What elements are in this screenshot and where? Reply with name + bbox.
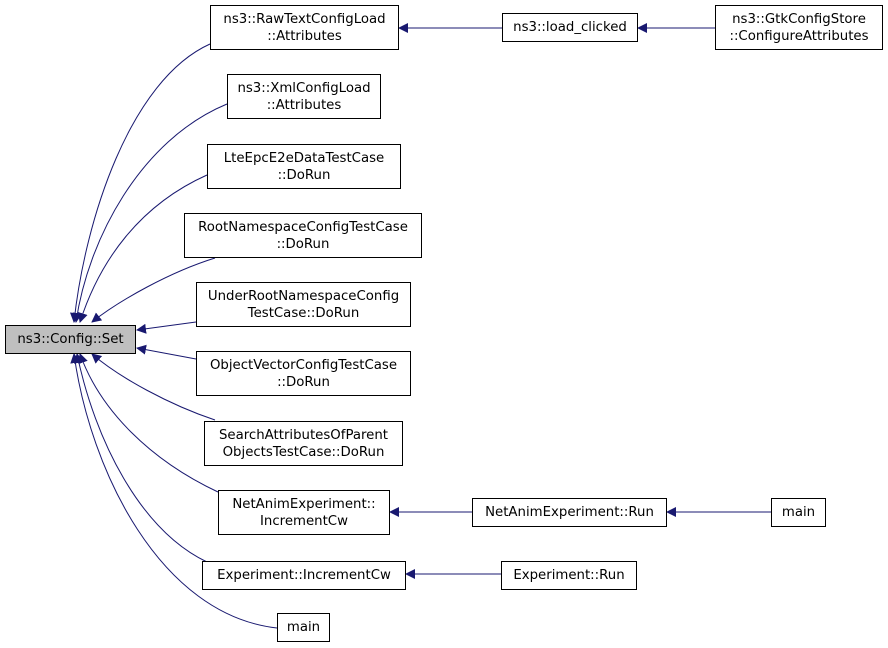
node-load-clicked[interactable]: ns3::load_clicked: [502, 13, 638, 42]
edge-expinc-to-set: [73, 353, 208, 563]
node-label: ns3::RawTextConfigLoad: [223, 11, 386, 27]
node-search-attributes-test[interactable]: SearchAttributesOfParent ObjectsTestCase…: [204, 421, 403, 466]
edge-lte-to-set: [78, 174, 208, 323]
node-experiment-run[interactable]: Experiment::Run: [501, 561, 637, 590]
node-object-vector-test[interactable]: ObjectVectorConfigTestCase ::DoRun: [196, 351, 411, 396]
node-label: ns3::XmlConfigLoad: [237, 80, 371, 96]
edge-searchattr-to-set: [91, 353, 216, 421]
node-label: ns3::Config::Set: [17, 332, 124, 347]
edge-xmlconfig-to-set: [72, 103, 228, 323]
node-main-bottom[interactable]: main: [277, 613, 330, 642]
node-xml-config-load[interactable]: ns3::XmlConfigLoad ::Attributes: [227, 74, 381, 119]
edge-rawtext-to-set: [69, 43, 211, 323]
node-label: Experiment::Run: [513, 568, 625, 583]
node-label: ::DoRun: [277, 374, 330, 390]
node-label: Experiment::IncrementCw: [217, 568, 391, 583]
node-label: main: [286, 620, 321, 635]
node-main-netanim[interactable]: main: [771, 498, 826, 527]
node-rawtext-config-load[interactable]: ns3::RawTextConfigLoad ::Attributes: [210, 5, 399, 50]
node-label: ObjectVectorConfigTestCase: [209, 357, 398, 373]
node-config-set[interactable]: ns3::Config::Set: [5, 325, 136, 354]
node-gtk-configure-attributes[interactable]: ns3::GtkConfigStore ::ConfigureAttribute…: [715, 5, 883, 50]
node-label: main: [781, 505, 816, 520]
edge-rootns-to-set: [91, 257, 216, 323]
node-label: ns3::load_clicked: [513, 20, 627, 35]
node-label: NetAnimExperiment::: [232, 496, 376, 512]
node-label: SearchAttributesOfParent: [218, 427, 389, 443]
node-label: TestCase::DoRun: [247, 305, 360, 321]
edge-netaniminc-to-set: [78, 353, 219, 493]
node-label: ::Attributes: [266, 97, 342, 113]
edge-underroot-to-set: [136, 321, 197, 334]
edge-objvector-to-set: [136, 344, 197, 360]
node-lte-epc-test[interactable]: LteEpcE2eDataTestCase ::DoRun: [207, 144, 401, 189]
node-root-namespace-test[interactable]: RootNamespaceConfigTestCase ::DoRun: [184, 213, 422, 258]
node-under-root-namespace-test[interactable]: UnderRootNamespaceConfig TestCase::DoRun: [196, 282, 411, 327]
node-label: UnderRootNamespaceConfig: [207, 288, 400, 304]
node-label: LteEpcE2eDataTestCase: [223, 150, 385, 166]
node-label: ObjectsTestCase::DoRun: [222, 444, 385, 460]
node-label: ::Attributes: [267, 28, 342, 44]
node-label: ::DoRun: [277, 167, 331, 183]
node-label: ::ConfigureAttributes: [729, 28, 869, 44]
node-label: ::DoRun: [276, 236, 330, 252]
node-experiment-increment-cw[interactable]: Experiment::IncrementCw: [202, 561, 406, 590]
node-label: ns3::GtkConfigStore: [732, 11, 866, 27]
node-label: RootNamespaceConfigTestCase: [198, 219, 408, 235]
node-label: IncrementCw: [260, 513, 348, 529]
edge-main-to-set: [70, 353, 278, 629]
node-label: NetAnimExperiment::Run: [485, 505, 654, 520]
node-netanim-increment-cw[interactable]: NetAnimExperiment:: IncrementCw: [218, 490, 390, 535]
node-netanim-run[interactable]: NetAnimExperiment::Run: [472, 498, 667, 527]
